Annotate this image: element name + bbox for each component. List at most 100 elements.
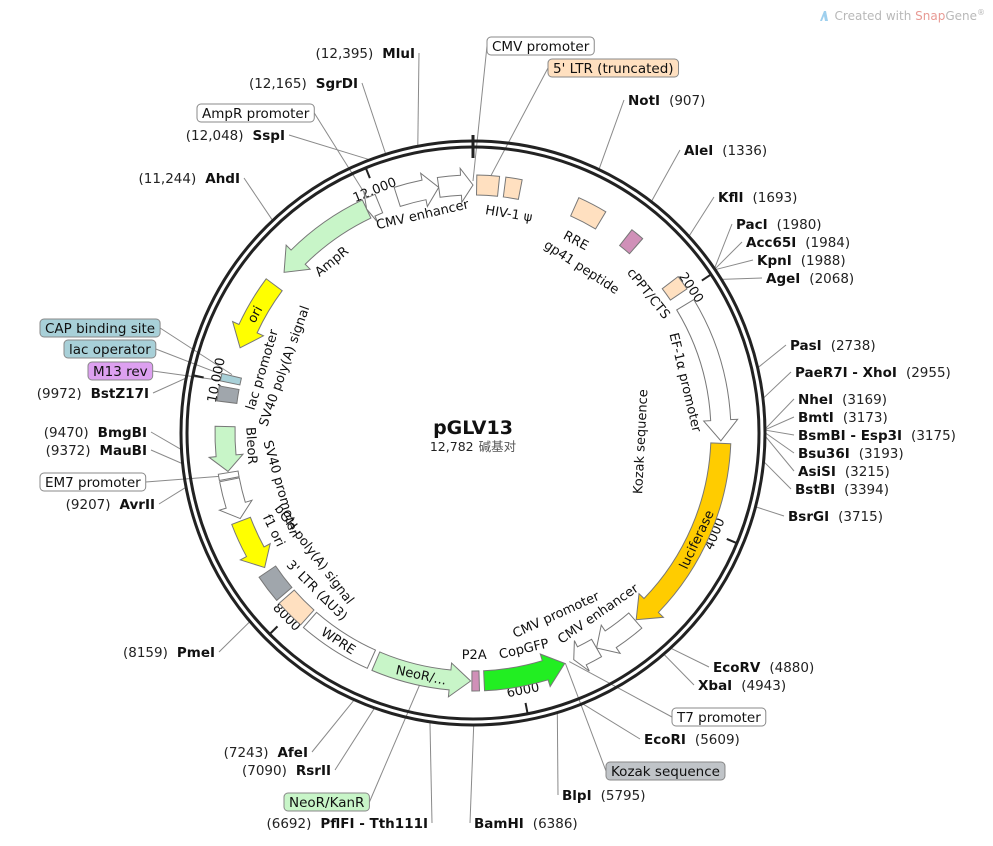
enzyme-site-position: (3175) [911,428,956,444]
snapgene-logo-icon [819,11,828,21]
enzyme-site-position: (3394) [844,482,889,498]
feature-rre [569,197,607,230]
feature-lead-line [472,45,488,182]
enzyme-site-position: (2068) [809,271,854,287]
enzyme-site-name: PaeR7I - XhoI [795,365,897,381]
feature-label-box-group: CMV promoter [486,36,595,56]
feature-f1-ori [231,516,271,569]
feature-label-box [196,103,315,123]
feature-label-box-group: EM7 promoter [39,472,147,492]
enzyme-site-name: AgeI [766,271,800,287]
enzyme-lead-line [764,435,795,472]
enzyme-site-position: (2955) [906,365,951,381]
enzyme-lead-line [288,134,371,161]
feature-label-box [486,36,595,56]
feature-label: CMV enhancer [375,197,471,233]
feature-ampr-promoter [363,191,384,223]
enzyme-site-position: (9972) [37,386,82,402]
watermark-brand-gene: Gene [945,9,977,23]
enzyme-site-position: (3715) [838,509,883,525]
feature-neor [371,651,472,698]
feature-label-box-text: T7 promoter [676,710,761,726]
enzyme-site-name: RsrII [296,763,331,779]
enzyme-site-name: BstZ17I [91,386,149,402]
enzyme-site-position: (5795) [601,788,646,804]
enzyme-site-name: BamHI [474,816,524,832]
watermark-mark: ® [977,8,985,17]
enzyme-site-name: PflFI - Tth111I [320,816,428,832]
enzyme-site-name: Bsu36I [798,446,850,462]
feature-label-box-group: Kozak sequence [605,761,726,781]
enzyme-site-name: AsiSI [798,464,836,480]
feature-label-box-text: AmpR promoter [202,106,310,122]
feature-label-box [283,792,370,812]
feature-hiv-1 [502,176,523,200]
enzyme-lead-line [556,712,559,796]
feature-label: Kozak sequence [631,389,651,495]
feature-label-box-text: lac operator [69,342,151,358]
enzyme-site-name: BmgBI [98,425,147,441]
enzyme-lead-line [417,52,420,147]
feature-label-box-group: NeoR/KanR [283,792,370,812]
enzyme-lead-line [763,461,792,490]
enzyme-site-position: (3169) [842,392,887,408]
enzyme-site-position: (12,048) [186,128,244,144]
enzyme-lead-line [714,241,743,270]
enzyme-site-position: (3215) [845,464,890,480]
feature-label-box [39,472,147,492]
feature-label-box [39,318,161,338]
enzyme-lead-line [670,647,710,668]
enzyme-site-position: (5609) [695,732,740,748]
watermark-prefix: Created with [834,9,916,23]
enzyme-lead-line [764,429,795,436]
feature-lead-line [313,112,371,204]
feature-label: cPPT/CTS [623,266,672,323]
enzyme-site-position: (9470) [44,425,89,441]
feature-gp41-peptide [618,229,644,255]
feature-label: ori [245,304,266,326]
enzyme-site-name: EcoRI [644,732,686,748]
feature-lead-line [569,661,673,718]
feature-label-box [547,58,680,78]
backbone [179,135,767,727]
enzyme-site-name: Acc65I [746,235,796,251]
enzyme-labels: NotI(907)AleI(1336)KflI(1693)PacI(1980)A… [37,46,956,832]
enzyme-lead-line [764,432,795,454]
enzyme-lead-line [721,277,763,280]
feature-label-box [87,361,154,381]
enzyme-site-name: PacI [736,217,768,233]
enzyme-site-position: (9207) [66,497,111,513]
enzyme-site-name: AvrII [120,497,155,513]
enzyme-lead-line [243,177,274,221]
enzyme-site-name: AfeI [277,745,308,761]
enzyme-site-name: BstBI [795,482,835,498]
feature-bleor [207,425,245,473]
feature-label-box-group: CAP binding site [39,318,161,338]
enzyme-site-position: (6386) [533,816,578,832]
feature-label-box-text: EM7 promoter [45,475,141,491]
enzyme-site-name: PmeI [177,645,215,661]
enzyme-lead-line [429,721,433,824]
enzyme-lead-line [218,621,251,653]
enzyme-lead-line [755,506,785,517]
enzyme-lead-line [764,398,795,430]
feature-lead-line [159,327,233,376]
enzyme-site-name: XbaI [698,678,732,694]
feature-cmv-enhancer [393,171,440,208]
enzyme-site-name: KflI [718,190,744,206]
enzyme-site-position: (6692) [266,816,311,832]
feature-copgfp [483,653,566,692]
enzyme-site-position: (4943) [741,678,786,694]
enzyme-site-position: (4880) [769,660,814,676]
enzyme-lead-line [311,699,355,753]
enzyme-site-name: KpnI [757,253,792,269]
feature-lead-line [487,67,549,182]
feature-label-box-text: CMV promoter [492,39,590,55]
feature-label-box-text: M13 rev [93,364,148,380]
feature-lead-line [155,348,232,379]
feature-cmv-promoter [436,166,474,204]
tick-mark [364,167,371,179]
